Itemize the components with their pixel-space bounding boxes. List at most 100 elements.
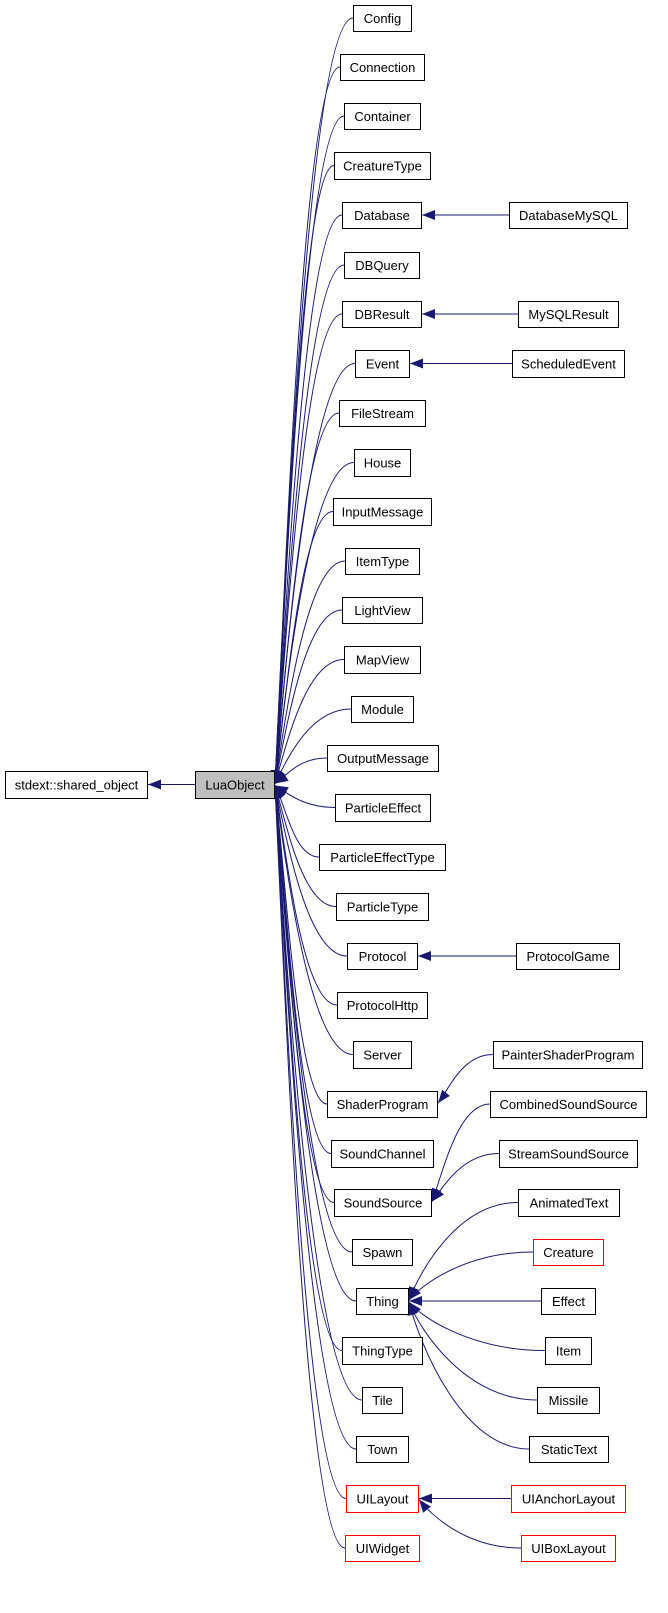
class-node-thingtype[interactable]: ThingType [342, 1337, 423, 1365]
class-node-box [342, 1337, 423, 1365]
edge-creature-to-thing [408, 1251, 534, 1301]
class-node-box [509, 202, 628, 229]
class-node-uianchorlayout[interactable]: UIAnchorLayout [511, 1485, 626, 1513]
class-node-soundsource[interactable]: SoundSource [334, 1189, 432, 1217]
class-node-effect[interactable]: Effect [541, 1288, 596, 1315]
class-node-box [331, 1140, 434, 1168]
class-node-box [355, 350, 410, 378]
class-node-itemtype[interactable]: ItemType [345, 548, 420, 575]
class-node-box [319, 844, 446, 871]
edge-combinedsoundsource-to-soundsource [431, 1103, 491, 1202]
edge-thing-to-luaobject [270, 785, 357, 1302]
class-node-box [336, 893, 429, 921]
class-node-label: CreatureType [343, 159, 422, 174]
class-node-tile[interactable]: Tile [362, 1387, 403, 1414]
edge-container-to-luaobject [270, 115, 345, 784]
class-node-luaobject[interactable]: LuaObject [195, 771, 275, 799]
class-node-animatedtext[interactable]: AnimatedText [518, 1189, 620, 1217]
class-node-mapview[interactable]: MapView [344, 646, 421, 674]
class-node-mysqlresult[interactable]: MySQLResult [518, 301, 619, 328]
edge-uiboxlayout-to-uilayout [418, 1499, 522, 1549]
class-node-box [335, 794, 431, 822]
edge-server-to-luaobject [271, 785, 354, 1055]
class-node-database[interactable]: Database [342, 202, 422, 229]
class-node-label: Connection [350, 60, 416, 75]
class-node-missile[interactable]: Missile [537, 1387, 600, 1414]
class-node-databasemysql[interactable]: DatabaseMySQL [509, 202, 628, 229]
class-node-box [511, 1485, 626, 1513]
class-node-soundchannel[interactable]: SoundChannel [331, 1140, 434, 1168]
class-node-box [339, 400, 426, 427]
class-node-lightview[interactable]: LightView [342, 597, 423, 624]
edge-particletype-to-luaobject [274, 785, 337, 907]
class-node-label: StreamSoundSource [508, 1147, 629, 1162]
class-node-event[interactable]: Event [355, 350, 410, 378]
class-node-dbquery[interactable]: DBQuery [344, 252, 420, 279]
class-node-dbresult[interactable]: DBResult [342, 301, 422, 328]
class-node-label: MySQLResult [528, 307, 609, 322]
class-node-box [353, 5, 412, 32]
class-node-label: Town [367, 1442, 397, 1457]
class-node-inputmessage[interactable]: InputMessage [333, 498, 432, 526]
class-node-label: UILayout [356, 1492, 408, 1507]
class-node-server[interactable]: Server [353, 1041, 412, 1069]
class-node-town[interactable]: Town [356, 1436, 409, 1463]
class-node-particletype[interactable]: ParticleType [336, 893, 429, 921]
class-node-label: SoundSource [344, 1196, 423, 1211]
edge-paintershaderprogram-to-shaderprogram [437, 1054, 494, 1104]
class-node-container[interactable]: Container [344, 103, 421, 130]
class-node-label: ProtocolHttp [347, 998, 419, 1013]
class-node-filestream[interactable]: FileStream [339, 400, 426, 427]
class-node-paintershaderprogram[interactable]: PainterShaderProgram [493, 1041, 643, 1069]
class-node-box [529, 1436, 609, 1463]
class-node-particleeffect[interactable]: ParticleEffect [335, 794, 431, 822]
class-node-box [345, 548, 420, 575]
class-node-creaturetype[interactable]: CreatureType [334, 152, 431, 180]
class-node-box [344, 103, 421, 130]
class-node-label: OutputMessage [337, 751, 429, 766]
class-node-creature[interactable]: Creature [533, 1239, 604, 1266]
class-node-particleeffecttype[interactable]: ParticleEffectType [319, 844, 446, 871]
class-node-connection[interactable]: Connection [340, 54, 425, 81]
class-node-box [344, 646, 421, 674]
class-node-box [334, 1189, 432, 1217]
class-node-streamsoundsource[interactable]: StreamSoundSource [499, 1140, 638, 1168]
class-node-box [342, 202, 422, 229]
class-node-box [537, 1387, 600, 1414]
edge-particleeffecttype-to-luaobject [274, 785, 320, 858]
edge-town-to-luaobject [270, 785, 357, 1450]
class-node-protocolhttp[interactable]: ProtocolHttp [337, 992, 428, 1019]
class-node-outputmessage[interactable]: OutputMessage [327, 745, 439, 772]
class-node-box [362, 1387, 403, 1414]
edge-dbresult-to-luaobject [271, 313, 343, 784]
class-node-stdext-shared-object[interactable]: stdext::shared_object [5, 771, 148, 799]
class-node-house[interactable]: House [354, 449, 411, 477]
edge-streamsoundsource-to-soundsource [431, 1153, 500, 1202]
class-node-box [533, 1239, 604, 1266]
class-node-combinedsoundsource[interactable]: CombinedSoundSource [490, 1091, 647, 1118]
class-node-thing[interactable]: Thing [356, 1288, 409, 1315]
class-node-uiwidget[interactable]: UIWidget [345, 1535, 420, 1562]
class-node-protocolgame[interactable]: ProtocolGame [516, 943, 620, 970]
edge-connection-to-luaobject [270, 66, 341, 784]
class-node-label: Effect [552, 1294, 585, 1309]
class-node-module[interactable]: Module [351, 696, 414, 723]
class-node-config[interactable]: Config [353, 5, 412, 32]
class-node-uilayout[interactable]: UILayout [346, 1485, 419, 1513]
class-node-box [499, 1140, 638, 1168]
class-node-label: Creature [543, 1245, 594, 1260]
class-node-box [333, 498, 432, 526]
class-node-box [541, 1288, 596, 1315]
class-node-statictext[interactable]: StaticText [529, 1436, 609, 1463]
class-node-item[interactable]: Item [545, 1337, 592, 1365]
class-node-label: ProtocolGame [526, 949, 609, 964]
class-node-scheduledevent[interactable]: ScheduledEvent [512, 350, 625, 378]
class-node-label: stdext::shared_object [15, 778, 139, 793]
class-node-box [545, 1337, 592, 1365]
class-node-uiboxlayout[interactable]: UIBoxLayout [521, 1535, 616, 1562]
class-node-protocol[interactable]: Protocol [347, 943, 418, 970]
edge-protocolhttp-to-luaobject [272, 785, 338, 1006]
class-node-box [490, 1091, 647, 1118]
class-node-shaderprogram[interactable]: ShaderProgram [327, 1091, 438, 1118]
class-node-spawn[interactable]: Spawn [352, 1239, 413, 1266]
